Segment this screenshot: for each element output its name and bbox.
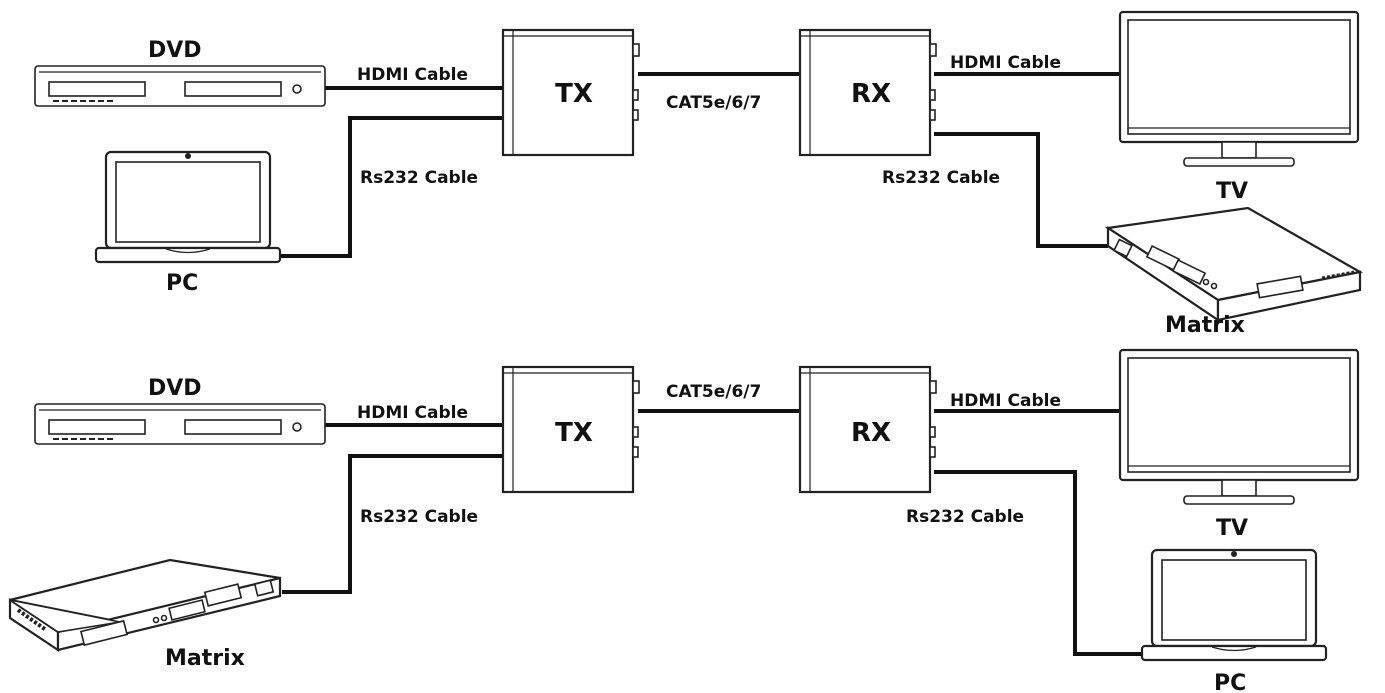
bottom-dvd-label: DVD xyxy=(148,376,202,401)
top-tx-label: TX xyxy=(555,79,593,109)
top-cat-label: CAT5e/6/7 xyxy=(666,93,761,113)
bottom-rs232-in-wire xyxy=(282,454,503,594)
top-diagram: DVD PC TX RX TV Matrix HDMI Cable Rs232 … xyxy=(34,10,1362,338)
bottom-rs232-out-wire xyxy=(934,470,1142,656)
top-hdmi-in-label: HDMI Cable xyxy=(357,65,468,85)
top-tv-icon xyxy=(1118,10,1360,168)
bottom-rs232-out-label: Rs232 Cable xyxy=(906,507,1024,527)
top-rs232-in-wire xyxy=(280,116,503,258)
bottom-hdmi-out-label: HDMI Cable xyxy=(950,391,1061,411)
bottom-tx-label: TX xyxy=(555,418,593,448)
top-dvd-label: DVD xyxy=(148,38,202,63)
top-pc-icon xyxy=(94,150,282,264)
bottom-tv-label: TV xyxy=(1216,516,1248,541)
bottom-cat-label: CAT5e/6/7 xyxy=(666,382,761,402)
bottom-pc-label: PC xyxy=(1214,671,1246,693)
top-pc-label: PC xyxy=(166,271,198,296)
top-tv-label: TV xyxy=(1216,179,1248,204)
top-rs232-out-wire xyxy=(934,132,1108,248)
bottom-tv-icon xyxy=(1118,348,1360,506)
top-rs232-out-label: Rs232 Cable xyxy=(882,168,1000,188)
top-rs232-in-label: Rs232 Cable xyxy=(360,168,478,188)
bottom-dvd-icon xyxy=(34,403,326,445)
top-dvd-icon xyxy=(34,65,326,107)
bottom-pc-icon xyxy=(1140,548,1328,662)
top-hdmi-out-label: HDMI Cable xyxy=(950,53,1061,73)
top-matrix-icon xyxy=(1106,206,1362,322)
bottom-matrix-label: Matrix xyxy=(165,646,245,671)
bottom-rs232-in-label: Rs232 Cable xyxy=(360,507,478,527)
bottom-matrix-icon xyxy=(8,558,282,652)
top-rx-label: RX xyxy=(851,79,891,109)
top-matrix-label: Matrix xyxy=(1165,313,1245,338)
bottom-rx-label: RX xyxy=(851,418,891,448)
bottom-diagram: DVD Matrix TX RX TV PC HDMI Cable Rs232 … xyxy=(8,348,1360,693)
bottom-hdmi-in-label: HDMI Cable xyxy=(357,403,468,423)
